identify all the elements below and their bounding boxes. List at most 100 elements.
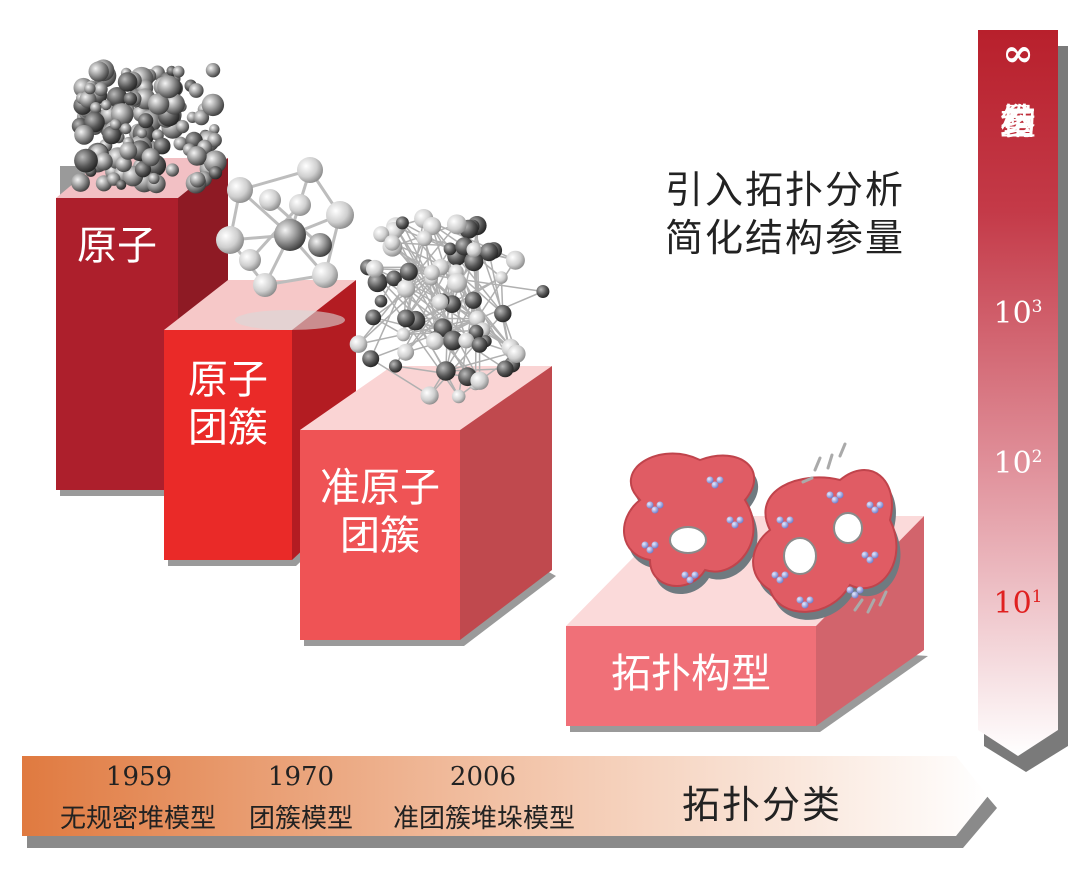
- packing-sphere: [90, 102, 102, 114]
- torus-atom: [856, 586, 864, 594]
- timeline-name-random-packing: 无规密堆模型: [59, 804, 216, 834]
- network-atom: [469, 310, 486, 327]
- network-atom: [395, 216, 409, 230]
- vlabel-char-1: 结: [999, 102, 1036, 143]
- network-atom: [496, 360, 514, 378]
- network-atom: [388, 359, 403, 373]
- network-atom: [420, 386, 439, 405]
- packing-sphere: [138, 113, 154, 129]
- torus-atom: [876, 501, 884, 509]
- packing-sphere: [187, 146, 207, 166]
- torus-atom: [641, 541, 649, 549]
- network-atom: [424, 264, 440, 281]
- torus-atom: [711, 481, 719, 489]
- network-atom: [386, 270, 402, 287]
- network-atom: [470, 371, 489, 390]
- torus-shapes-icon: [623, 442, 901, 620]
- torus-atom: [866, 501, 874, 509]
- network-atom: [366, 259, 384, 278]
- network-atom: [468, 324, 484, 340]
- cluster-label-line2: 团簇: [188, 405, 268, 451]
- network-atom: [464, 291, 482, 309]
- packing-sphere: [147, 93, 170, 115]
- torus-atom: [651, 506, 659, 514]
- packing-sphere: [116, 179, 127, 190]
- tick-10-1: 101: [993, 586, 1043, 621]
- timeline-end-label: 拓扑分类: [682, 783, 843, 827]
- packing-sphere: [188, 83, 204, 98]
- quasi-cluster-block: [300, 366, 556, 646]
- packing-sphere: [119, 142, 138, 160]
- torus-atom: [866, 556, 874, 564]
- packing-sphere: [148, 172, 160, 185]
- network-atom: [471, 337, 488, 353]
- cluster-label: 原子 团簇: [164, 356, 292, 452]
- torus-atom: [716, 476, 724, 484]
- network-atom: [416, 230, 433, 247]
- network-atom: [396, 327, 411, 342]
- packing-sphere: [141, 148, 160, 167]
- packing-sphere: [93, 82, 108, 97]
- network-atom: [443, 330, 463, 351]
- torus-atom: [826, 491, 834, 499]
- packing-sphere: [117, 72, 138, 92]
- torus-atom: [801, 601, 809, 609]
- packing-sphere: [189, 171, 206, 188]
- timeline-name-cluster-model: 团簇模型: [248, 804, 353, 834]
- network-bond: [401, 222, 441, 303]
- packing-sphere: [203, 150, 227, 174]
- network-atom: [425, 332, 444, 351]
- network-atom: [464, 252, 484, 272]
- packing-sphere: [157, 75, 181, 99]
- network-atom: [507, 344, 526, 363]
- torus-atom: [781, 571, 789, 579]
- timeline-year-1959: 1959: [105, 762, 173, 792]
- network-atom: [397, 309, 415, 328]
- quasi-cluster-label: 准原子 团簇: [300, 464, 460, 560]
- icosahedral-cluster-icon: [216, 157, 354, 330]
- torus-atom: [851, 591, 859, 599]
- network-atom: [536, 285, 550, 298]
- packing-sphere: [102, 125, 121, 145]
- vlabel-char-4: 量: [999, 102, 1036, 143]
- torus-atom: [806, 596, 814, 604]
- note-text: 引入拓扑分析 简化结构参量: [640, 166, 930, 262]
- timeline-year-2006: 2006: [449, 762, 517, 792]
- quasi-label-line1: 准原子: [320, 465, 440, 511]
- torus-atom: [871, 506, 879, 514]
- packing-sphere: [208, 166, 223, 180]
- network-atom: [495, 271, 508, 284]
- network-atom: [451, 389, 466, 404]
- torus-atom: [861, 551, 869, 559]
- torus-atom: [786, 516, 794, 524]
- packing-sphere: [88, 61, 109, 82]
- network-atom: [446, 214, 467, 235]
- torus-atom: [776, 516, 784, 524]
- network-atom: [447, 273, 467, 293]
- packing-sphere: [115, 155, 132, 173]
- timeline-arrow: [22, 756, 997, 848]
- torus-atom: [781, 521, 789, 529]
- network-bond: [431, 225, 504, 315]
- packing-sphere: [205, 62, 221, 78]
- infinity-symbol: ∞: [1002, 30, 1034, 75]
- vertical-scale-arrow: [978, 30, 1068, 772]
- network-bond: [445, 368, 506, 372]
- torus-atom: [771, 571, 779, 579]
- network-atom: [494, 304, 512, 323]
- torus-atom: [796, 596, 804, 604]
- note-line2: 简化结构参量: [664, 216, 905, 260]
- network-atom: [384, 234, 401, 251]
- tick-10-3: 103: [993, 296, 1043, 331]
- network-bond: [370, 358, 430, 397]
- network-atom: [349, 335, 368, 353]
- torus-atom: [651, 541, 659, 549]
- network-atom: [443, 242, 457, 256]
- torus-atom: [681, 571, 689, 579]
- timeline-name-quasi-cluster-model: 准团簇堆垛模型: [392, 804, 575, 834]
- packing-sphere: [120, 123, 132, 135]
- cluster-label-line1: 原子: [188, 357, 268, 403]
- network-bond: [370, 317, 478, 360]
- torus-atom: [726, 516, 734, 524]
- network-atom: [373, 226, 390, 243]
